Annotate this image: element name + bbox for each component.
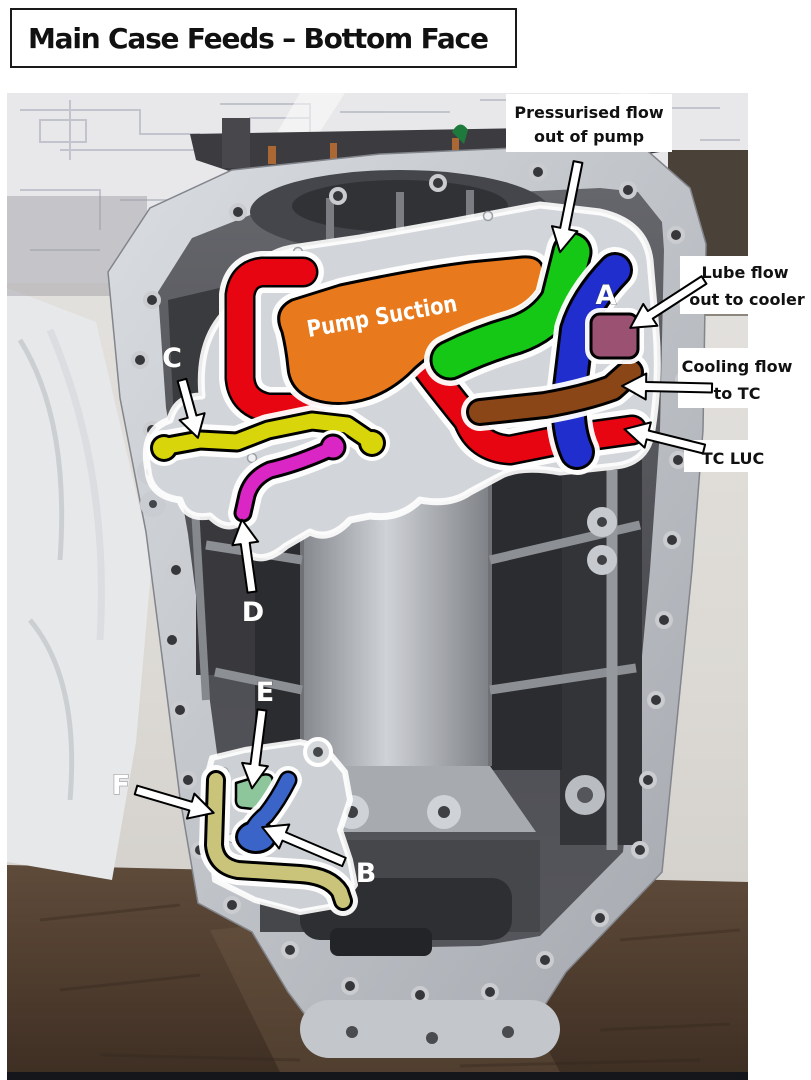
rim-reflections	[268, 138, 459, 164]
case-bosses	[137, 459, 617, 815]
title-box: Main Case Feeds – Bottom Face	[10, 8, 517, 68]
casting-lug	[222, 118, 250, 168]
arrow-port-d	[231, 518, 260, 594]
arrow-port-f	[133, 784, 215, 820]
port-label-f: F	[112, 770, 130, 801]
label-cooling-flow-line1: Cooling flow	[682, 357, 793, 376]
cooling-label-box	[678, 348, 800, 408]
lube-to-cooler-port	[585, 308, 644, 364]
port-label-e: E	[256, 677, 274, 708]
callout-arrows	[133, 160, 714, 868]
port-f-path	[199, 765, 358, 916]
pressurised-flow-path	[424, 226, 598, 386]
label-tc-luc: TC LUC	[702, 449, 765, 468]
arrow-cooling-flow	[621, 372, 714, 401]
label-pressurised-flow-line2: out of pump	[534, 127, 644, 146]
label-pressurised-flow-line1: Pressurised flow	[514, 103, 664, 122]
port-label-c: C	[162, 343, 182, 374]
pressurised-label-box	[506, 94, 672, 152]
white-cloth	[7, 288, 152, 880]
green-tag	[452, 124, 468, 144]
port-label-a: A	[596, 280, 617, 311]
photo-bottom-edge	[7, 1072, 748, 1080]
port-label-d: D	[242, 597, 264, 628]
arrow-tc-luc	[623, 421, 707, 455]
page-title: Main Case Feeds – Bottom Face	[28, 21, 489, 55]
port-c-path	[146, 405, 390, 466]
arrow-port-c	[176, 377, 206, 439]
arrow-lube-flow	[629, 275, 708, 329]
arrow-pressurised-flow	[550, 160, 584, 254]
label-cooling-flow-line2: to TC	[714, 384, 761, 403]
label-lube-flow-line1: Lube flow	[701, 263, 788, 282]
port-label-b: B	[356, 858, 377, 889]
cooling-to-tc-path	[461, 353, 649, 431]
arrow-port-e	[241, 708, 269, 790]
arrow-port-b	[261, 823, 347, 868]
label-lube-flow-line2: out to cooler	[689, 290, 805, 309]
bottom-pan-rail	[300, 1000, 560, 1058]
port-d-path	[228, 430, 350, 528]
port-a-path	[545, 247, 638, 475]
photo: Pump Suction	[7, 93, 748, 1080]
